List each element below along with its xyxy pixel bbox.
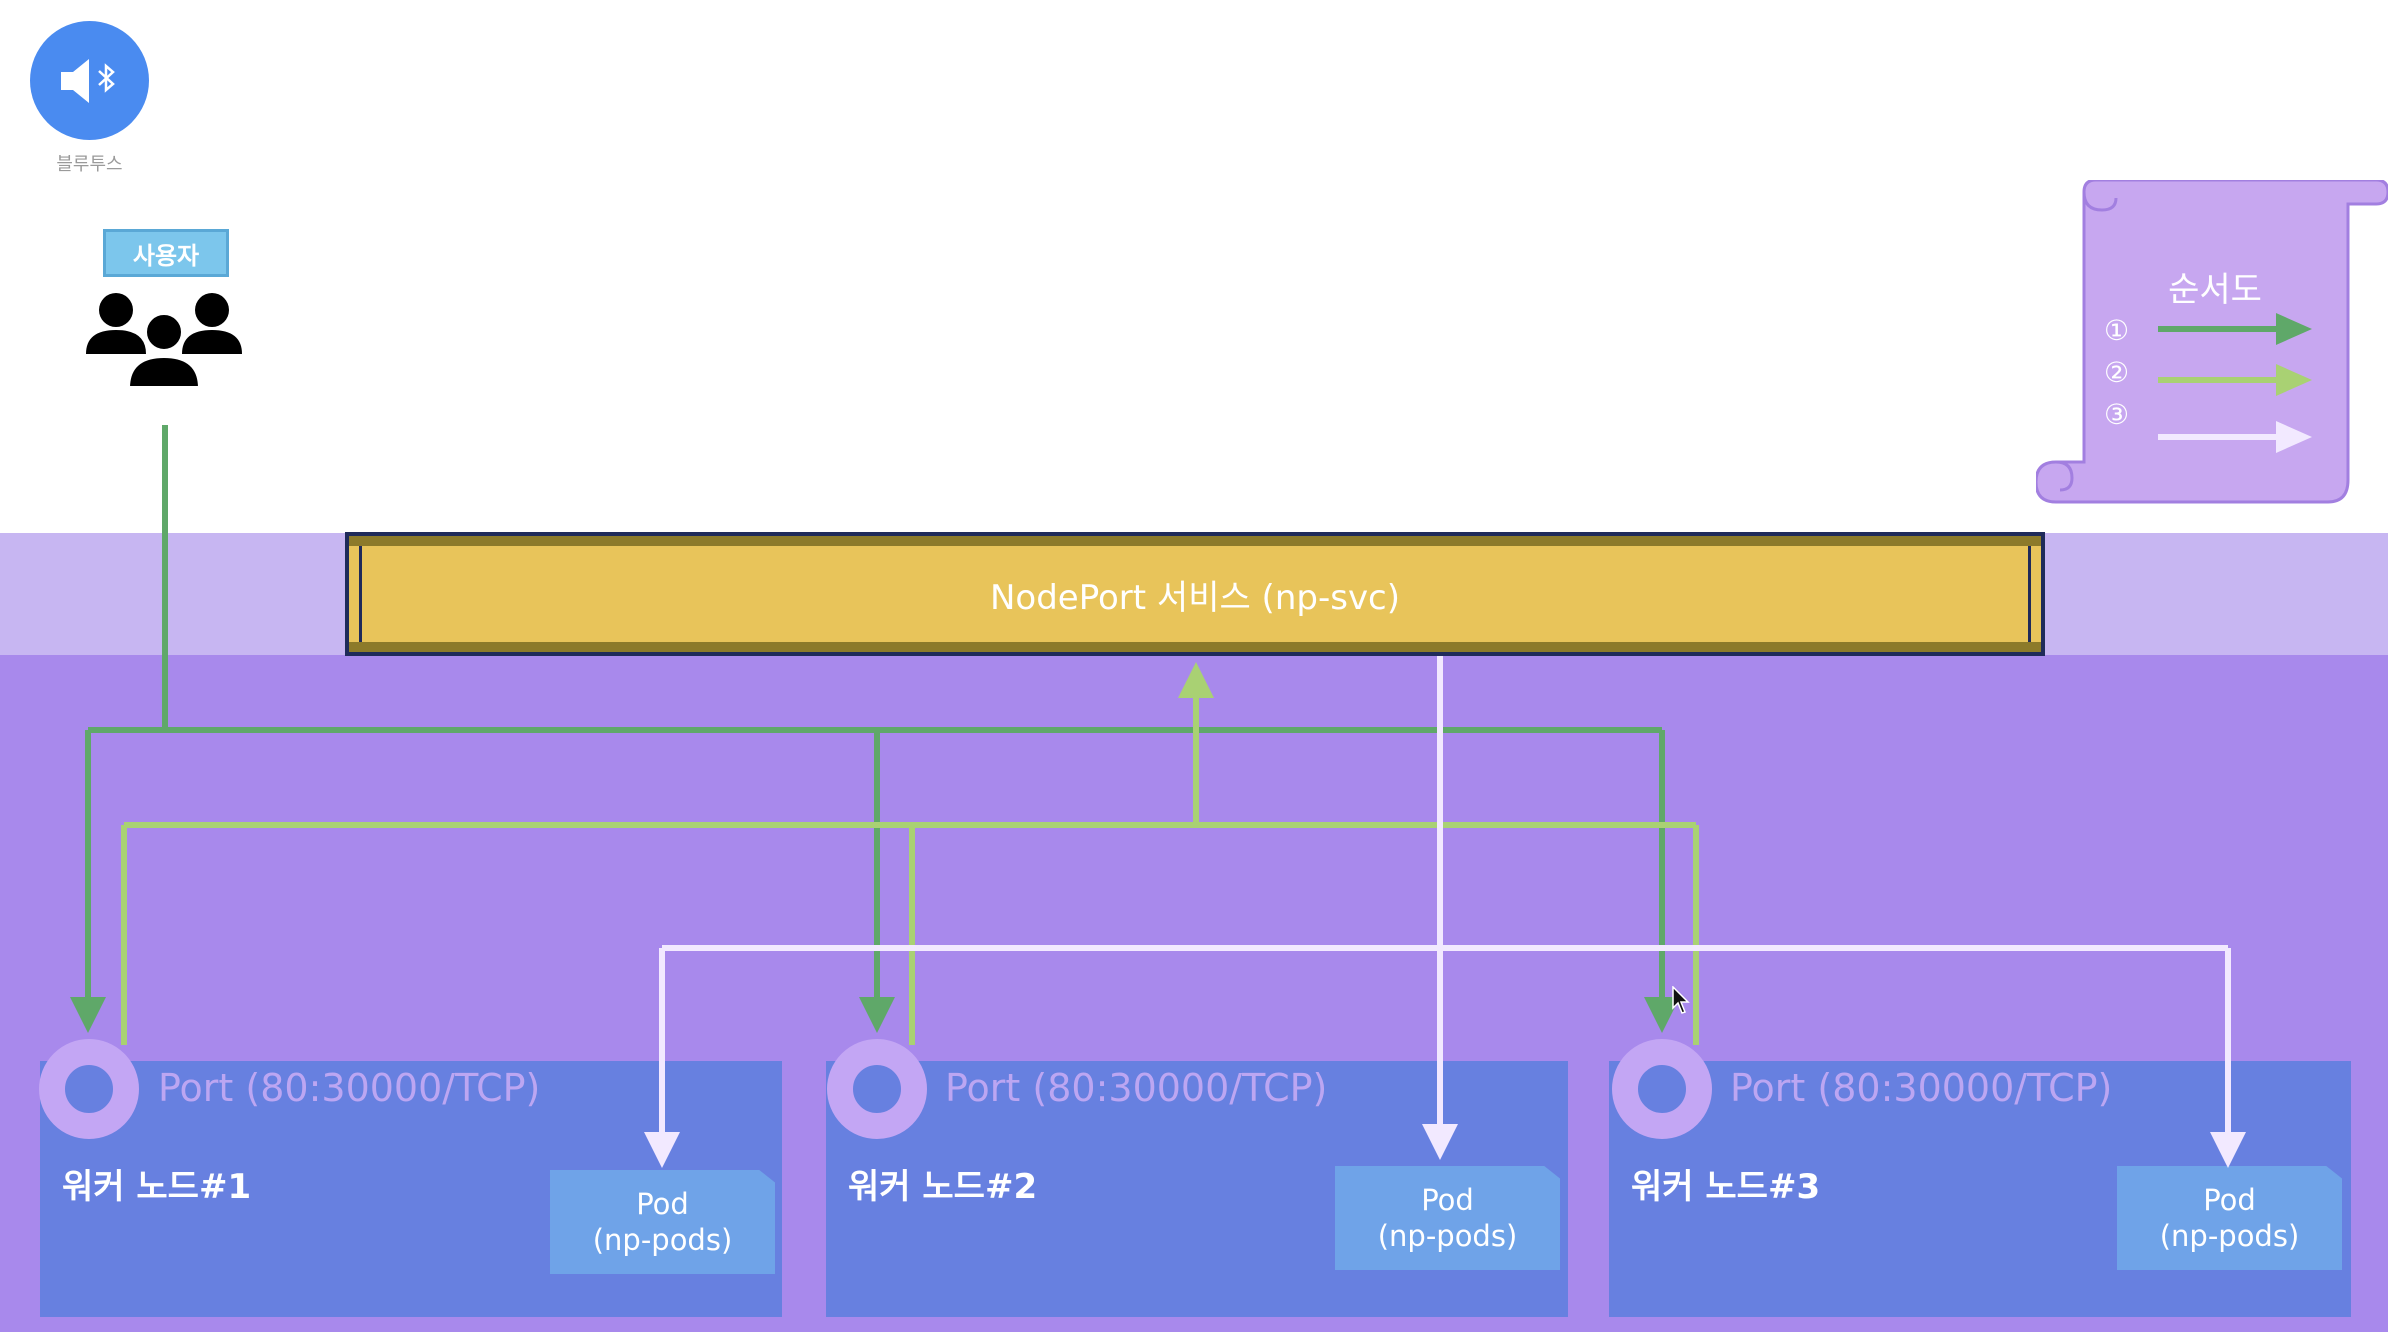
port-label-1: Port (80:30000/TCP)	[158, 1066, 541, 1110]
pod-name: Pod	[2203, 1182, 2256, 1217]
mouse-cursor-icon	[1672, 986, 1690, 1014]
legend-marker-2: ②	[2104, 356, 2130, 389]
legend-marker-3: ③	[2104, 398, 2130, 431]
nodeport-service-bar: NodePort 서비스 (np-svc)	[345, 532, 2045, 656]
nodeport-service-label: NodePort 서비스 (np-svc)	[989, 577, 1401, 618]
port-icon-2	[827, 1039, 927, 1139]
pod-name: Pod	[1421, 1182, 1474, 1217]
port-label-3: Port (80:30000/TCP)	[1730, 1066, 2113, 1110]
port-label-2: Port (80:30000/TCP)	[945, 1066, 1328, 1110]
legend-title: 순서도	[2168, 270, 2262, 310]
bluetooth-label: 블루투스	[56, 154, 123, 175]
worker-node-title: 워커 노드#2	[848, 1167, 1038, 1207]
pod-name: Pod	[636, 1186, 689, 1221]
pod-selector: (np-pods)	[2159, 1219, 2300, 1253]
user-badge: 사용자	[103, 229, 229, 277]
pod-node-1: Pod (np-pods)	[550, 1170, 775, 1274]
legend-marker-1: ①	[2104, 314, 2130, 347]
port-icon-1	[39, 1039, 139, 1139]
pod-selector: (np-pods)	[592, 1223, 733, 1257]
worker-node-title: 워커 노드#1	[62, 1167, 252, 1207]
users-group-icon	[86, 293, 242, 388]
pod-node-2: Pod (np-pods)	[1335, 1166, 1560, 1270]
worker-node-title: 워커 노드#3	[1631, 1167, 1821, 1207]
pod-node-3: Pod (np-pods)	[2117, 1166, 2342, 1270]
bluetooth-speaker-icon[interactable]	[30, 21, 149, 140]
pod-selector: (np-pods)	[1377, 1219, 1518, 1253]
port-icon-3	[1612, 1039, 1712, 1139]
scroll-legend-icon	[2036, 180, 2388, 504]
